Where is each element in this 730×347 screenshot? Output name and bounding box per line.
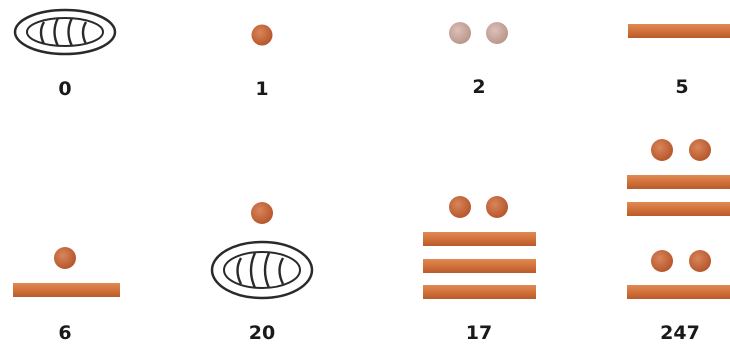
- dot: [486, 196, 508, 218]
- dot: [251, 202, 273, 224]
- numeral-20: [210, 202, 314, 300]
- dot: [689, 139, 711, 161]
- dot: [651, 139, 673, 161]
- dot: [449, 22, 471, 44]
- numeral-2: [449, 22, 508, 44]
- numeral-label-20: 20: [248, 322, 276, 344]
- bar: [628, 24, 730, 38]
- numeral-label-247: 247: [660, 322, 700, 344]
- shell-glyph: [210, 240, 314, 300]
- numeral-17: [423, 196, 536, 299]
- dot: [651, 250, 673, 272]
- dot: [449, 196, 471, 218]
- numeral-label-17: 17: [465, 322, 493, 344]
- shell-glyph: [13, 8, 117, 56]
- dot: [251, 24, 273, 46]
- numeral-label-5: 5: [675, 76, 689, 98]
- numeral-0: [13, 8, 117, 56]
- bar: [13, 283, 120, 297]
- dot: [689, 250, 711, 272]
- numeral-6: [13, 247, 120, 297]
- bar: [627, 202, 730, 216]
- numeral-label-0: 0: [58, 78, 72, 100]
- bar: [627, 175, 730, 189]
- bar: [627, 285, 730, 299]
- numeral-1: [251, 24, 273, 46]
- dot: [486, 22, 508, 44]
- dot: [54, 247, 76, 269]
- bar: [423, 285, 536, 299]
- bar: [423, 259, 536, 273]
- numeral-5: [628, 24, 730, 38]
- numeral-label-1: 1: [255, 78, 269, 100]
- bar: [423, 232, 536, 246]
- numeral-247: [627, 139, 730, 299]
- numeral-label-6: 6: [58, 322, 72, 344]
- numeral-label-2: 2: [472, 76, 486, 98]
